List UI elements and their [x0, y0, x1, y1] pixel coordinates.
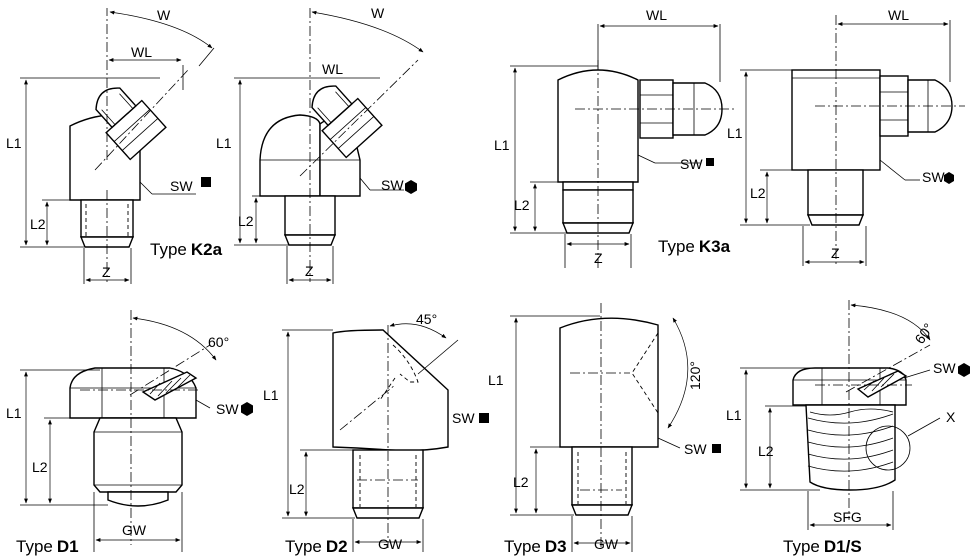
sw-label-3: SW [680, 156, 703, 172]
l2-label-5: L2 [32, 459, 48, 475]
z-label-4: Z [831, 245, 840, 261]
sfg-label: SFG [833, 509, 862, 525]
l2-label-8: L2 [758, 443, 774, 459]
d1s-view [740, 300, 970, 530]
gw-label-3: GW [594, 536, 619, 552]
gw-label-2: GW [378, 536, 403, 552]
wl-label-3: WL [646, 7, 667, 23]
sw-label-2: SW [381, 177, 404, 193]
k3a-square-view [510, 24, 735, 268]
hex-socket-icon-4 [958, 363, 970, 377]
gw-label-1: GW [122, 522, 147, 538]
sw-label-1: SW [170, 178, 193, 194]
z-label-3: Z [594, 250, 603, 266]
square-socket-icon [201, 177, 211, 187]
l1-label-5: L1 [6, 405, 22, 421]
k3a-hex-view [740, 15, 965, 266]
hex-socket-icon-2 [944, 172, 954, 184]
angle-60-label-2: 60° [911, 320, 936, 347]
sw-label-8: SW [933, 360, 956, 376]
k2a-square-view [20, 8, 215, 284]
l2-label-1: L2 [30, 216, 46, 232]
l2-label-7: L2 [513, 474, 529, 490]
l1-label-3: L1 [494, 137, 510, 153]
d1-view [20, 310, 253, 552]
l1-label-7: L1 [488, 372, 504, 388]
angle-45-label: 45° [416, 311, 437, 327]
l1-label-1: L1 [6, 135, 22, 151]
l1-label-2: L1 [216, 135, 232, 151]
w-label-2: W [371, 5, 385, 21]
l1-label-6: L1 [263, 387, 279, 403]
k2a-hex-view [234, 8, 424, 284]
sw-label-4: SW [922, 169, 945, 185]
l1-label-4: L1 [727, 125, 743, 141]
l2-label-4: L2 [750, 185, 766, 201]
l2-label-2: L2 [238, 213, 254, 229]
angle-60-label-1: 60° [208, 334, 229, 350]
square-socket-icon-2 [706, 158, 714, 166]
l1-label-8: L1 [726, 407, 742, 423]
l2-label-3: L2 [514, 197, 530, 213]
sw-label-7: SW [684, 441, 707, 457]
hex-socket-icon [405, 180, 417, 194]
sw-label-5: SW [216, 401, 239, 417]
wl-label-2: WL [322, 61, 343, 77]
z-label-2: Z [305, 263, 314, 279]
angle-120-label: 120° [687, 361, 703, 390]
wl-label-1: WL [131, 44, 152, 60]
wl-label-4: WL [888, 7, 909, 23]
l2-label-6: L2 [289, 481, 305, 497]
x-label: X [946, 409, 956, 425]
w-label-1: W [157, 7, 171, 23]
d2-view [282, 322, 489, 552]
z-label-1: Z [102, 264, 111, 280]
sw-label-6: SW [452, 410, 475, 426]
hex-socket-icon-3 [241, 402, 253, 416]
d3-view [510, 303, 721, 552]
square-socket-icon-3 [479, 413, 489, 423]
square-socket-icon-4 [712, 444, 721, 453]
